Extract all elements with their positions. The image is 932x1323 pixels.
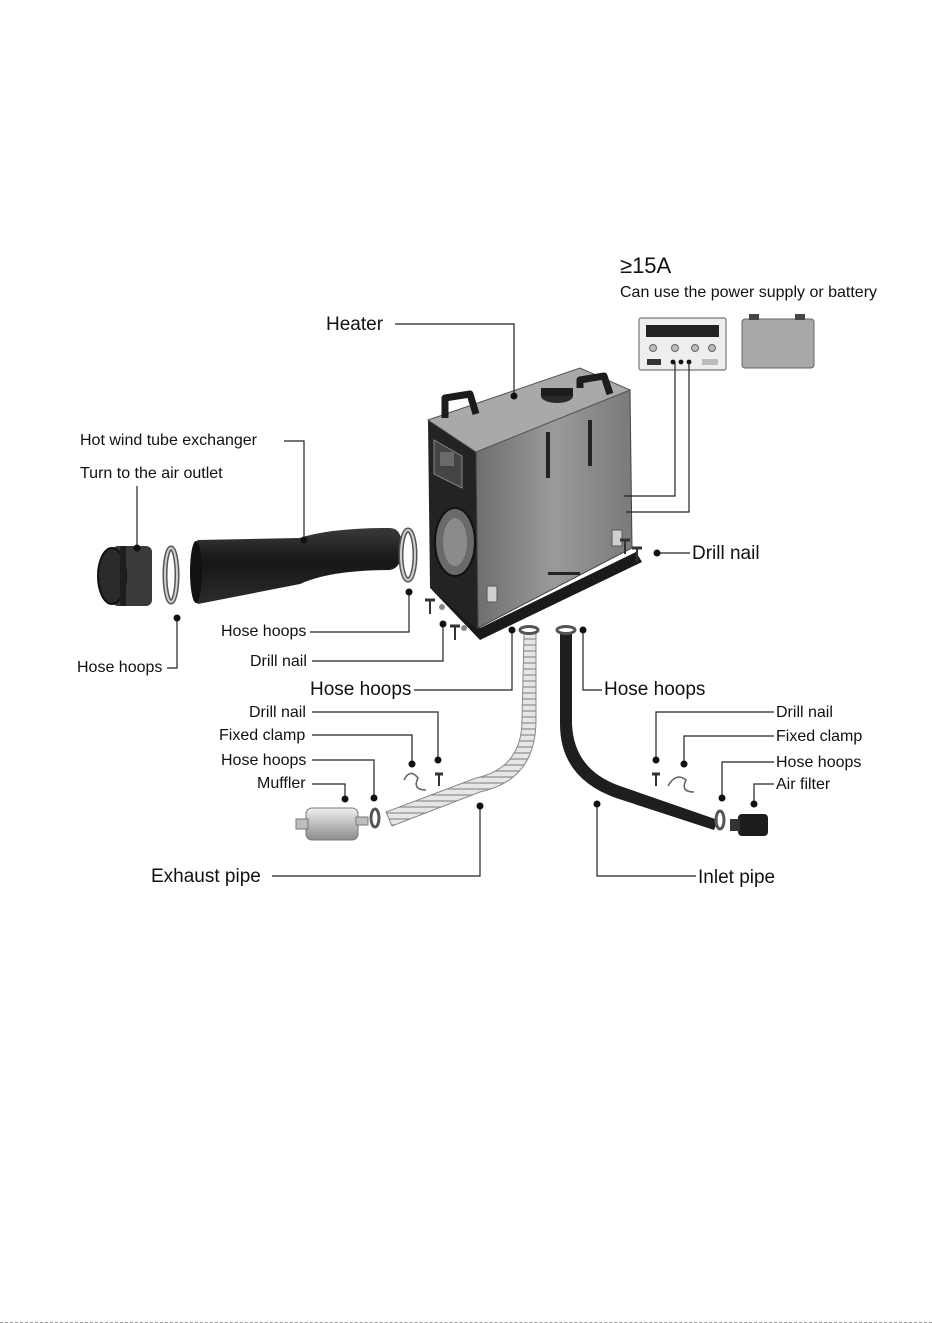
drill-nail-right-label: Drill nail [692,543,760,564]
turn-air-outlet-label: Turn to the air outlet [80,465,223,482]
battery [742,314,814,368]
hot-wind-tube-label: Hot wind tube exchanger [80,432,258,449]
hose-hoop-tube-end [401,530,415,580]
heater-unit [428,368,642,640]
drill-nail-inlet-label: Drill nail [776,704,833,721]
muffler [296,808,368,840]
hose-hoop-filter [716,811,724,829]
air-filter [730,814,768,836]
power-note-label: Can use the power supply or battery [620,284,877,301]
exhaust-flex-pipe [386,634,536,826]
fixed-clamp-exhaust-label: Fixed clamp [219,727,305,744]
hose-hoops-exhaust-label: Hose hoops [310,679,411,700]
fixed-clamp-inlet [668,777,694,792]
fixed-clamp-exhaust [404,773,426,790]
inlet-pipe-label: Inlet pipe [698,867,775,888]
drill-nail-mid-label: Drill nail [250,653,307,670]
inlet-pipe [560,634,718,830]
hose-hoops-filter-label: Hose hoops [776,754,861,771]
hose-hoop-inlet-top [557,627,575,634]
hose-hoops-inlet-label: Hose hoops [604,679,705,700]
drill-nail-exhaust [435,774,443,786]
muffler-label: Muffler [257,775,306,792]
hose-hoop-exhaust-top [520,627,538,634]
exhaust-pipe-label: Exhaust pipe [151,866,261,887]
hose-hoops-left-label: Hose hoops [77,659,162,676]
hose-hoop-muffler [371,809,379,827]
drill-nail-inlet [652,774,660,786]
air-outlet [98,546,152,606]
hot-wind-tube [190,528,402,604]
hose-hoop-outlet [165,548,177,602]
fixed-clamp-inlet-label: Fixed clamp [776,728,862,745]
heater-label: Heater [326,314,384,335]
drill-nail-exhaust-label: Drill nail [249,704,306,721]
power-rating-label: ≥15A [620,253,672,278]
hose-hoops-muffler-label: Hose hoops [221,752,306,769]
air-filter-label: Air filter [776,776,831,793]
power-supply [639,318,726,370]
hose-hoops-mid-label: Hose hoops [221,623,306,640]
